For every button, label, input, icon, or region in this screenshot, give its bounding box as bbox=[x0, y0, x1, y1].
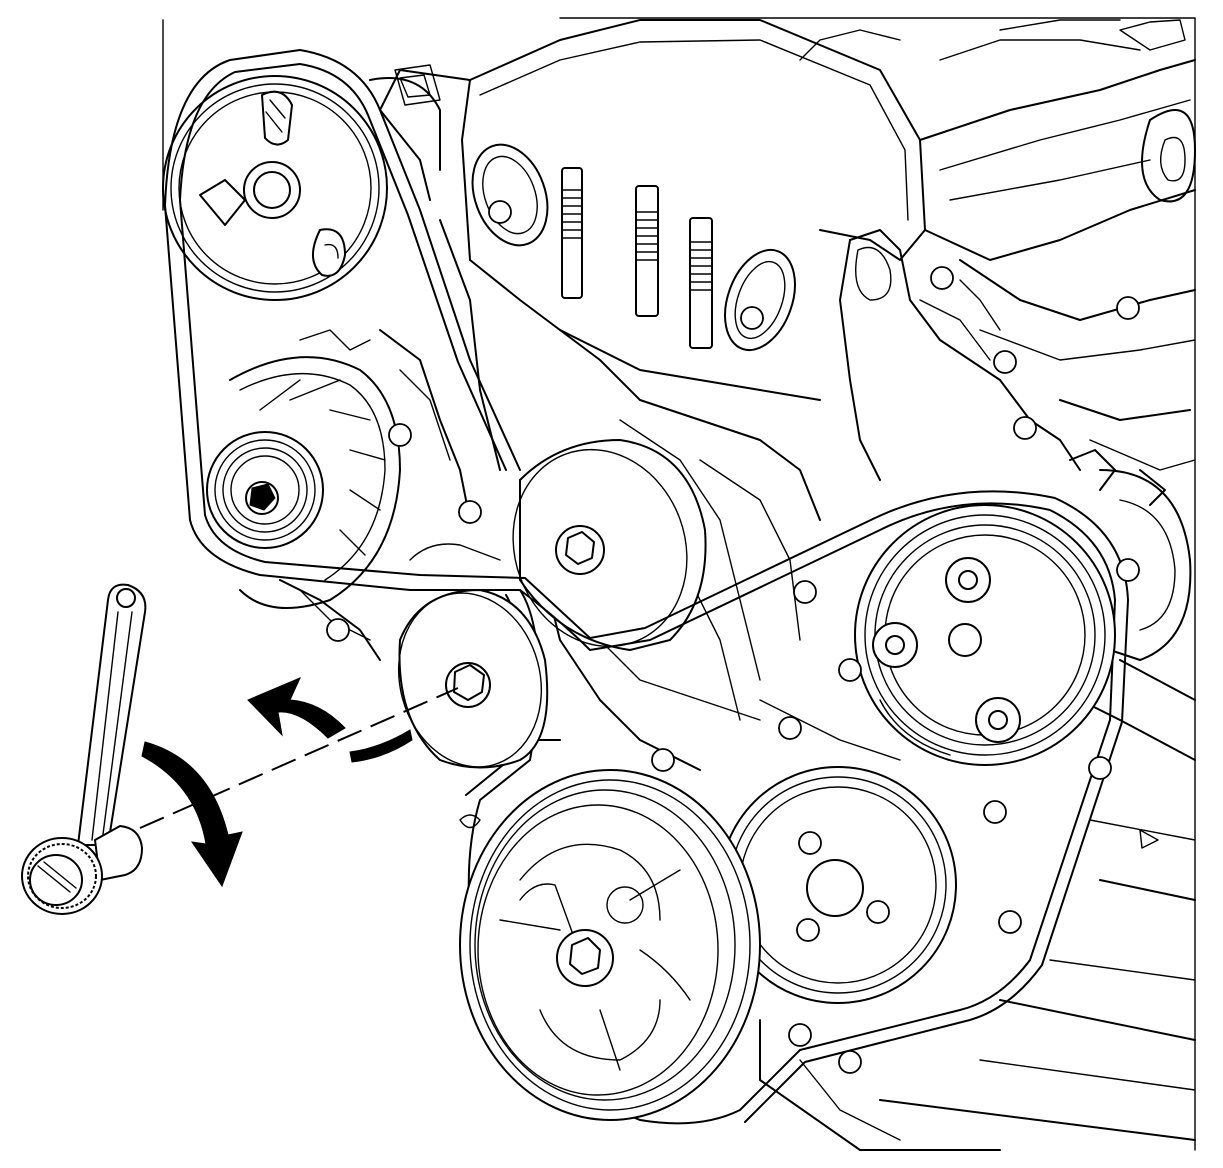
curved-arrow-down-icon bbox=[141, 741, 243, 888]
stud-right bbox=[689, 217, 713, 349]
idler-pulley bbox=[512, 439, 707, 651]
curved-arrow-up-left-icon bbox=[247, 677, 413, 763]
mounting-bolts bbox=[326, 266, 1166, 1074]
power-steering-pulley bbox=[162, 75, 388, 301]
stud-middle bbox=[635, 185, 659, 317]
generator bbox=[206, 329, 482, 609]
belt-tensioner bbox=[397, 543, 549, 769]
ac-compressor-pulley bbox=[854, 504, 1116, 766]
cover-studs bbox=[471, 143, 796, 352]
ratchet-wrench-icon bbox=[21, 583, 147, 915]
engine-block bbox=[162, 17, 1196, 1151]
stud-left bbox=[561, 167, 583, 299]
crankshaft-balancer bbox=[459, 769, 761, 1121]
